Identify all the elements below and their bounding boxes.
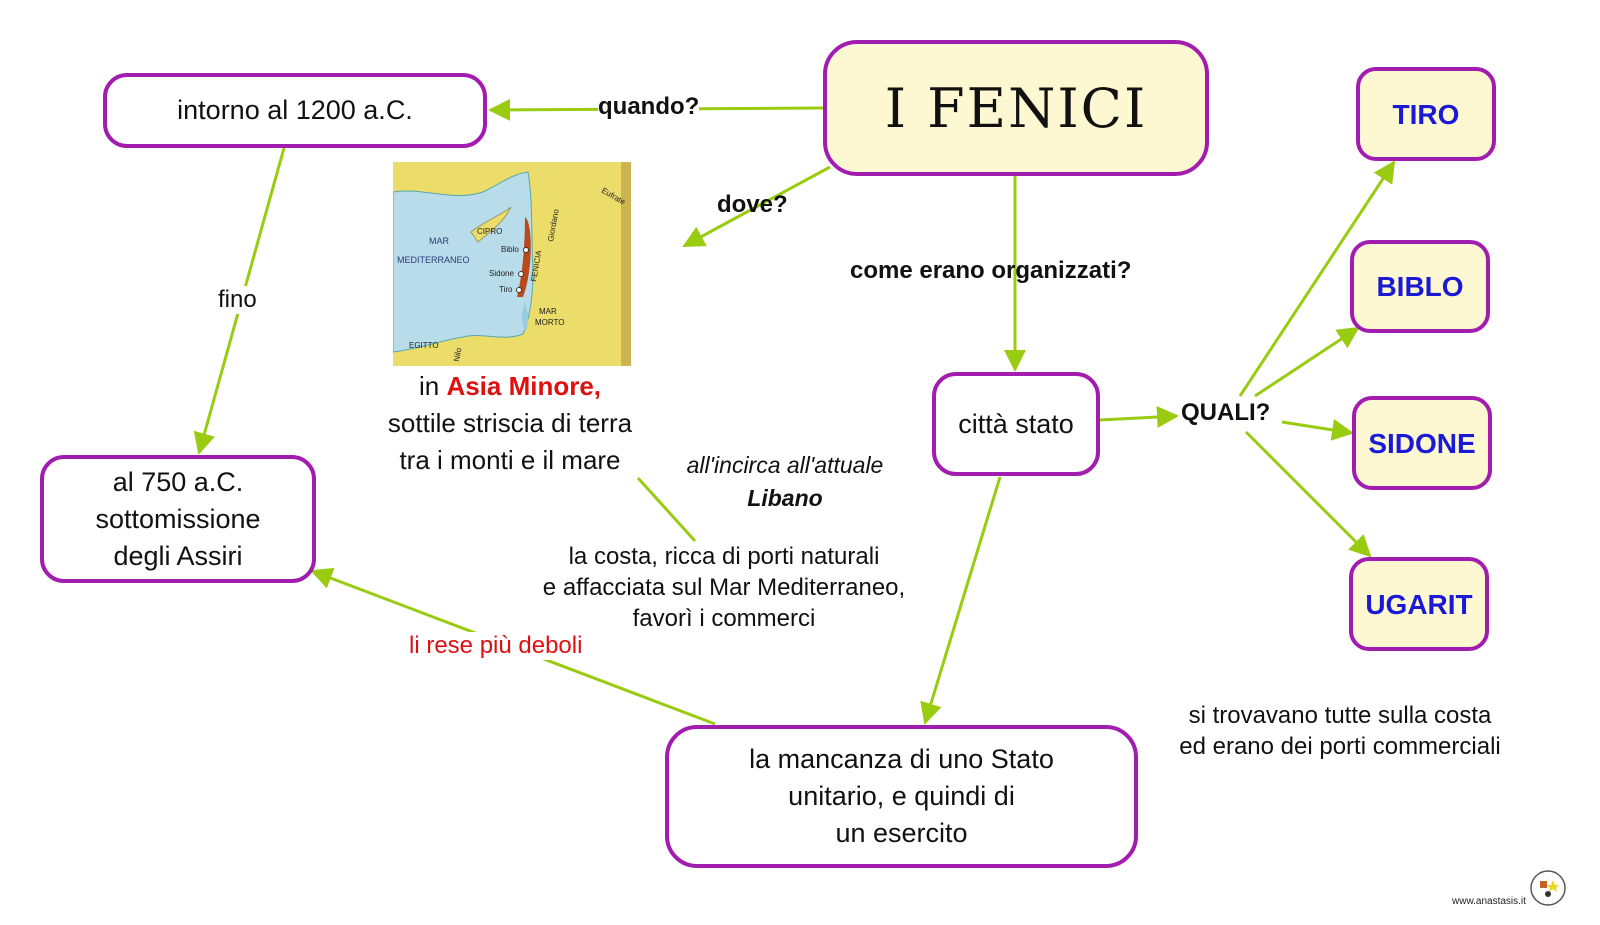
libano-note: all'incirca all'attuale Libano (640, 449, 930, 515)
node-ugarit[interactable]: UGARIT (1349, 557, 1489, 651)
map-label: CIPRO (477, 227, 502, 236)
coast-line: e affacciata sul Mar Mediterraneo, (542, 574, 906, 601)
where-text: in Asia Minore, sottile striscia di terr… (340, 368, 680, 479)
link-org: come erano organizzati? (850, 257, 1132, 284)
node-lack-line: la mancanza di uno Stato (749, 744, 1054, 774)
coast-line: la costa, ricca di porti naturali (568, 543, 880, 570)
link-until: fino (218, 286, 257, 314)
where-line-1: in Asia Minore, (340, 368, 680, 405)
arrow-biblo (1254, 326, 1360, 398)
node-end-line: sottomissione (95, 503, 261, 534)
node-end[interactable]: al 750 a.C. sottomissione degli Assiri (40, 455, 316, 583)
phoenicia-map: MAR MEDITERRANEO CIPRO Biblo Sidone Tiro… (393, 162, 631, 366)
node-city-state[interactable]: città stato (932, 372, 1100, 476)
libano-line-2: Libano (747, 485, 823, 511)
node-when[interactable]: intorno al 1200 a.C. (103, 73, 487, 148)
node-lack-line: unitario, e quindi di (788, 781, 1015, 811)
link-which: QUALI? (1181, 399, 1271, 426)
connector-coast (636, 476, 697, 543)
cities-note-line: si trovavano tutte sulla costa (1188, 702, 1492, 729)
node-end-line: degli Assiri (113, 540, 243, 571)
map-label: MAR (539, 307, 557, 316)
map-label: EGITTO (409, 341, 439, 350)
map-label: Nilo (452, 347, 463, 363)
cities-note: si trovavano tutte sulla costa ed erano … (1140, 700, 1540, 762)
map-label: MEDITERRANEO (397, 255, 470, 265)
link-weaker: li rese più deboli (409, 632, 583, 660)
libano-line-1: all'incirca all'attuale (686, 452, 884, 478)
where-highlight: Asia Minore, (446, 371, 602, 401)
title-node[interactable]: I FENICI (823, 40, 1209, 176)
cities-note-line: ed erano dei porti commerciali (1179, 733, 1501, 760)
map-label: MORTO (535, 318, 564, 327)
coast-line: favorì i commerci (632, 605, 816, 632)
node-end-line: al 750 a.C. (112, 466, 244, 497)
node-tiro[interactable]: TIRO (1356, 67, 1496, 161)
map-label: Sidone (489, 269, 514, 278)
arrow-lack (920, 476, 1002, 725)
where-prefix: in (418, 371, 447, 401)
coast-note: la costa, ricca di porti naturali e affa… (494, 541, 954, 634)
where-line-3: tra i monti e il mare (399, 445, 621, 475)
node-biblo[interactable]: BIBLO (1350, 240, 1490, 333)
supermappe-logo-icon (1530, 870, 1566, 906)
map-label: MAR (429, 236, 450, 246)
link-where: dove? (717, 191, 788, 218)
link-when: quando? (598, 93, 700, 121)
arrow-where (682, 165, 831, 248)
footer-site-link[interactable]: www.anastasis.it (1452, 896, 1526, 907)
arrow-which (1098, 406, 1179, 429)
node-sidone[interactable]: SIDONE (1352, 396, 1492, 490)
where-line-2: sottile striscia di terra (387, 408, 633, 438)
map-label: Biblo (501, 245, 519, 254)
node-lack-line: un esercito (835, 818, 968, 848)
arrow-ugarit (1244, 430, 1372, 558)
arrow-sidone (1281, 419, 1354, 441)
arrow-tiro (1238, 160, 1396, 397)
node-lack[interactable]: la mancanza di uno Stato unitario, e qui… (665, 725, 1138, 868)
map-label: Tiro (499, 285, 513, 294)
